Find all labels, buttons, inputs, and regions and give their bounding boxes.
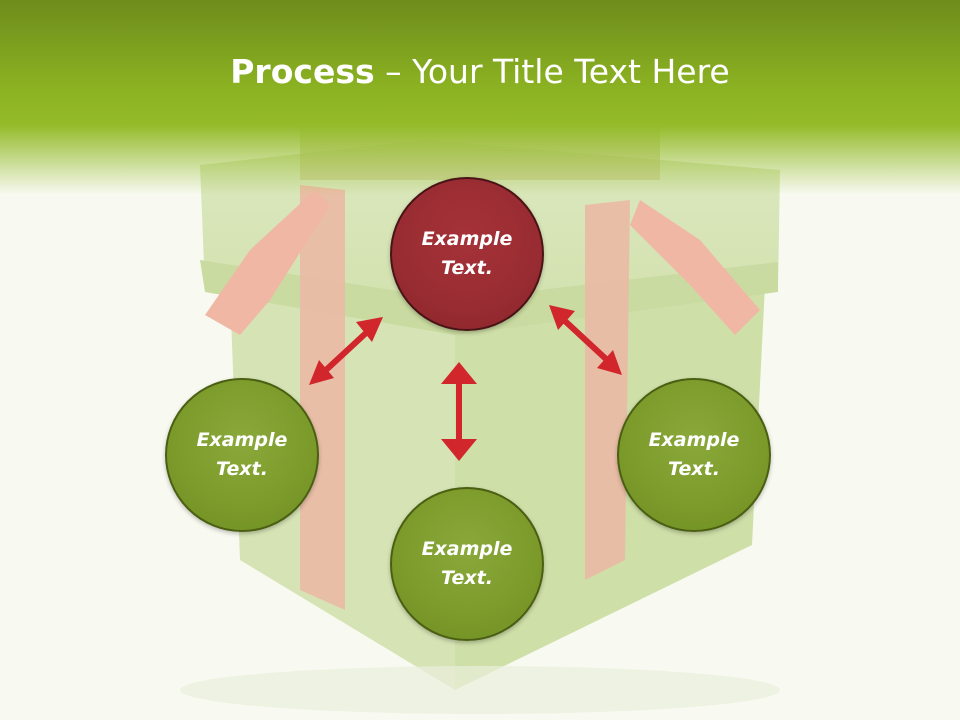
slide-title: Process – Your Title Text Here xyxy=(0,52,960,91)
title-bold: Process xyxy=(230,52,375,91)
process-circle-right: Example Text. xyxy=(617,378,771,532)
title-rest: – Your Title Text Here xyxy=(374,52,730,91)
double-arrow-vertical xyxy=(441,362,477,461)
double-arrow-left-diagonal xyxy=(309,317,383,385)
process-circle-top: Example Text. xyxy=(390,177,544,331)
double-arrow-right-diagonal xyxy=(549,305,622,375)
process-circle-left: Example Text. xyxy=(165,378,319,532)
header-band xyxy=(0,0,960,200)
process-circle-bottom: Example Text. xyxy=(390,487,544,641)
